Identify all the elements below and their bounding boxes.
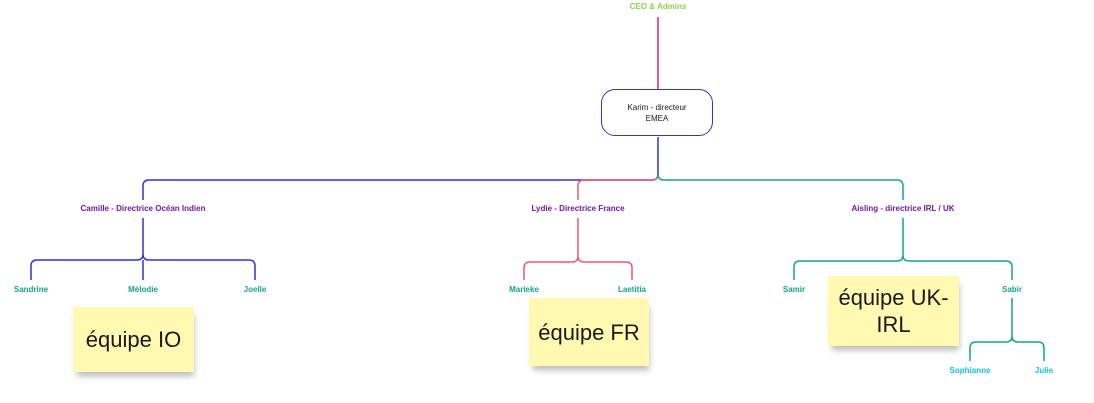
branch-label-fr[interactable]: Lydie - Directrice France xyxy=(531,204,625,213)
member-sabir[interactable]: Sabir xyxy=(1001,285,1023,294)
branch-label-io[interactable]: Camille - Directrice Océan Indien xyxy=(80,204,206,213)
sticky-note-uk-irl[interactable]: équipe UK-IRL xyxy=(828,276,959,346)
director-label: Karim - directeur EMEA xyxy=(627,102,687,123)
root-label[interactable]: CEO & Admins xyxy=(629,2,687,11)
connector-director-io xyxy=(142,137,659,200)
connector-io-team xyxy=(30,218,256,280)
member-samir[interactable]: Samir xyxy=(782,285,806,294)
sticky-note-fr[interactable]: équipe FR xyxy=(529,298,649,366)
director-node[interactable]: Karim - directeur EMEA xyxy=(601,89,713,136)
sticky-note-uk-irl-text: équipe UK-IRL xyxy=(838,285,949,337)
sticky-note-io-text: équipe IO xyxy=(85,327,182,352)
connector-uk-team xyxy=(793,218,1013,280)
connector-sabir-team xyxy=(969,298,1045,361)
branch-label-uk[interactable]: Aisling - directrice IRL / UK xyxy=(851,204,955,213)
member-laetitia[interactable]: Laetitia xyxy=(617,285,647,294)
member-sandrine[interactable]: Sandrine xyxy=(13,285,49,294)
member-joelle[interactable]: Joelle xyxy=(243,285,267,294)
member-marieke[interactable]: Marieke xyxy=(509,285,539,294)
member-julie[interactable]: Julie xyxy=(1034,366,1054,375)
sticky-note-fr-text: équipe FR xyxy=(538,319,640,345)
member-melodie[interactable]: Mélodie xyxy=(128,285,158,294)
sticky-note-io[interactable]: équipe IO xyxy=(73,307,194,372)
connector-director-fr xyxy=(577,173,659,200)
member-sophianne[interactable]: Sophianne xyxy=(949,366,991,375)
connector-fr-team xyxy=(523,218,633,280)
connector-director-uk xyxy=(657,173,904,200)
